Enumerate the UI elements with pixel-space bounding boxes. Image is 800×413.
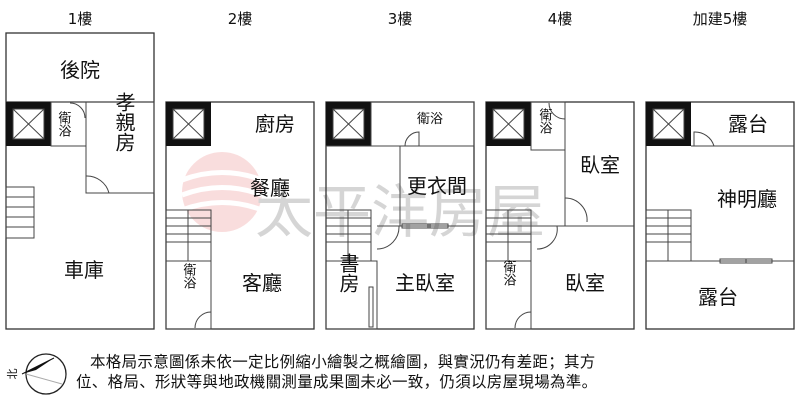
room-backyard: 後院 <box>60 58 100 82</box>
room-bathroom: 衛浴 <box>501 260 517 286</box>
disclaimer-line-2: 位、格局、形狀等與地政機關測量成果圖未必一致，仍須以房屋現場為準。 <box>76 373 598 391</box>
disclaimer-line-1: 本格局示意圖係未依一定比例縮小繪製之概繪圖，與實況仍有差距；其方 <box>90 353 596 371</box>
room-dining: 餐廳 <box>250 176 290 200</box>
floor-title-2: 2樓 <box>228 10 253 28</box>
floor-4-plan: 衛浴 臥室 衛浴 臥室 <box>485 101 635 330</box>
floor-3-plan: 衛浴 更衣間 書房 主臥室 <box>325 101 475 330</box>
room-master-bedroom: 主臥室 <box>395 271 455 295</box>
room-walk-in-closet: 更衣間 <box>407 174 467 198</box>
room-bathroom: 衛浴 <box>181 263 197 289</box>
room-garage: 車庫 <box>64 258 104 282</box>
room-terrace: 露台 <box>698 285 738 309</box>
floor-title-1: 1樓 <box>68 10 93 28</box>
compass-icon: 北 <box>6 353 67 395</box>
room-shrine-hall: 神明廳 <box>717 187 777 211</box>
room-elder-bedroom-1: 孝親房 <box>112 92 136 152</box>
room-bathroom: 衛浴 <box>56 111 72 137</box>
floor-title-3: 3樓 <box>388 10 413 28</box>
room-terrace: 露台 <box>728 112 768 136</box>
floor-5-plan: 露台 神明廳 露台 <box>645 101 795 330</box>
room-kitchen: 廚房 <box>255 112 295 136</box>
floor-title-4: 4樓 <box>548 10 573 28</box>
floor-2-plan: 廚房 餐廳 衛浴 客廳 <box>165 101 315 330</box>
compass-north-label: 北 <box>6 369 19 380</box>
room-bedroom: 臥室 <box>580 153 620 177</box>
room-living: 客廳 <box>242 271 282 295</box>
floor-title-5: 加建5樓 <box>693 10 748 28</box>
room-bathroom: 衛浴 <box>417 112 443 127</box>
room-bathroom: 衛浴 <box>537 108 553 134</box>
room-study: 書房 <box>336 253 360 293</box>
room-bedroom: 臥室 <box>565 271 605 295</box>
disclaimer-note: 本格局示意圖係未依一定比例縮小繪製之概繪圖，與實況仍有差距；其方 位、格局、形狀… <box>76 352 650 392</box>
floor-1-plan: 後院 衛浴 孝親房 車庫 <box>5 32 155 330</box>
watermark-logo: 太平洋房屋 <box>181 152 545 246</box>
